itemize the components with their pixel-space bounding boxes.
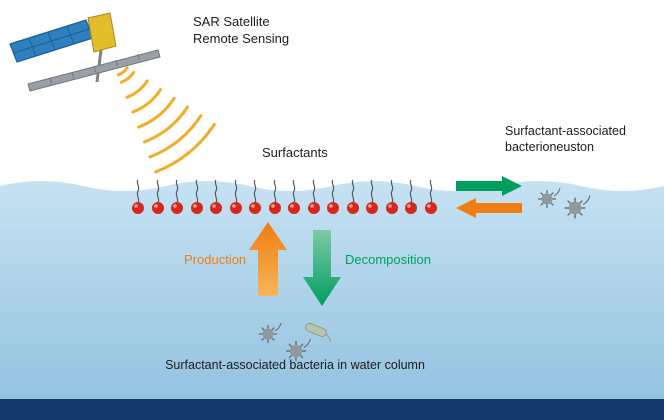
water-surface	[0, 181, 664, 420]
surfactants-label: Surfactants	[262, 145, 328, 160]
deep-water-band	[0, 399, 664, 420]
satellite-label: SAR Satellite Remote Sensing	[193, 14, 290, 46]
bacterioneuston-arrow-right	[456, 176, 522, 196]
rod-bacterium-icon	[305, 322, 331, 343]
water-column-label: Surfactant-associated bacteria in water …	[165, 358, 425, 372]
production-arrow	[249, 222, 287, 296]
bacterioneuston-label: Surfactant-associated bacterioneuston	[505, 124, 626, 155]
radar-waves-icon	[117, 66, 216, 174]
decomposition-label: Decomposition	[345, 252, 431, 267]
water-column-bacteria-icon	[258, 322, 331, 362]
production-label: Production	[184, 252, 247, 267]
bacterioneuston-arrow-left	[456, 198, 522, 218]
decomposition-arrow	[303, 230, 341, 306]
satellite-icon	[9, 12, 161, 92]
